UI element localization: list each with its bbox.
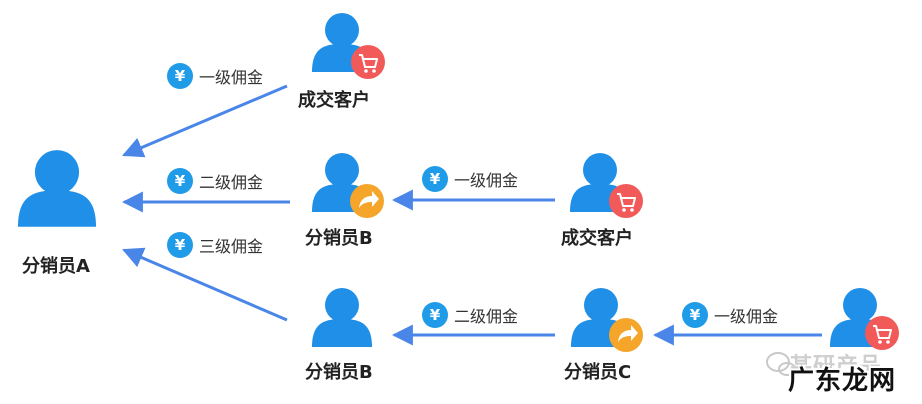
watermark-main-text: 广东龙网: [788, 366, 897, 396]
cart-icon: [865, 316, 899, 350]
commission-text: 一级佣金: [714, 307, 779, 326]
yen-icon: ¥: [422, 166, 448, 192]
yen-icon: ¥: [167, 168, 193, 194]
watermark: 某研产品: [760, 348, 882, 380]
commission-label: ¥ 一级佣金: [682, 302, 778, 328]
share-icon: [350, 184, 384, 218]
yen-icon: ¥: [167, 63, 193, 89]
node-label-distributor-a: 分销员A: [22, 256, 90, 277]
commission-label: ¥ 三级佣金: [167, 232, 263, 258]
share-icon: [609, 318, 643, 352]
person-icon: [18, 150, 97, 227]
arrow-top-customer-to-a: [122, 84, 288, 158]
wechat-icon: [766, 352, 796, 376]
arrow-b2-to-a: [122, 247, 288, 322]
commission-text: 二级佣金: [199, 173, 264, 192]
cart-icon: [609, 184, 643, 218]
node-label-distributor-c: 分销员C: [564, 362, 632, 383]
person-icon: [312, 288, 372, 347]
yen-icon: ¥: [167, 232, 193, 258]
commission-text: 二级佣金: [454, 307, 519, 326]
commission-label: ¥ 一级佣金: [167, 63, 263, 89]
commission-text: 三级佣金: [199, 237, 264, 256]
node-label-customer-middle: 成交客户: [561, 228, 633, 249]
node-label-customer-top: 成交客户: [298, 90, 370, 111]
yen-icon: ¥: [422, 302, 448, 328]
commission-label: ¥ 一级佣金: [422, 166, 518, 192]
cart-icon: [351, 45, 385, 79]
commission-label: ¥ 二级佣金: [167, 168, 263, 194]
commission-text: 一级佣金: [199, 68, 264, 87]
commission-text: 一级佣金: [454, 171, 519, 190]
node-label-distributor-b-top: 分销员B: [305, 228, 373, 249]
yen-icon: ¥: [682, 302, 708, 328]
watermark-top-text: 某研产品: [790, 354, 883, 379]
commission-label: ¥ 二级佣金: [422, 302, 518, 328]
node-label-distributor-b-bottom: 分销员B: [305, 362, 373, 383]
